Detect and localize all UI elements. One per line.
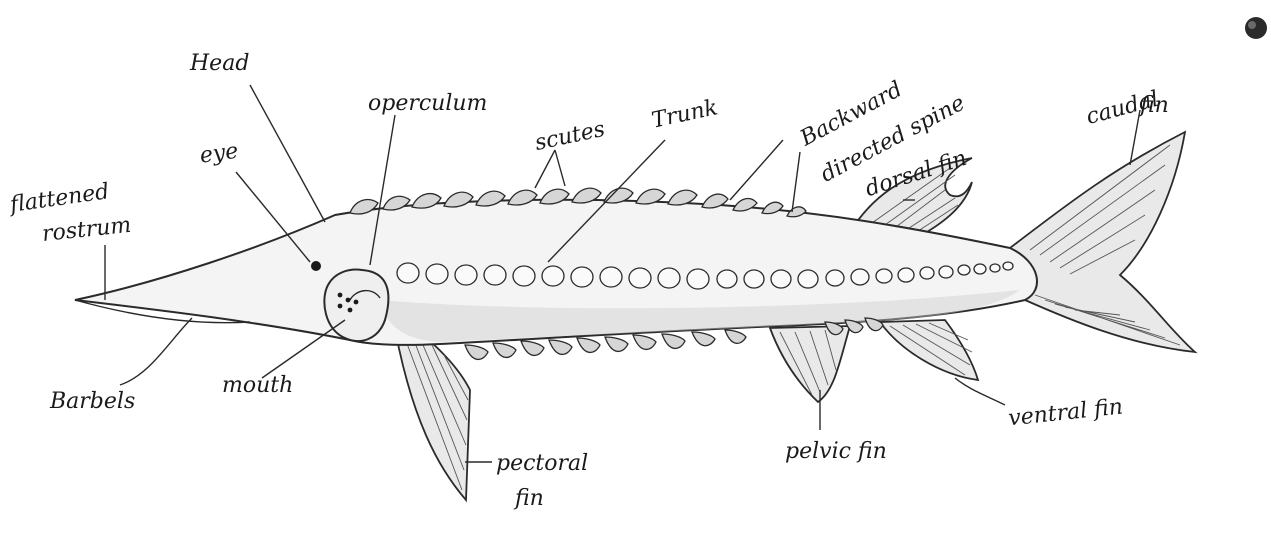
pelvic-fin [770,326,850,402]
label-trunk: Trunk [649,95,720,133]
label-head: Head [189,51,249,76]
label-eye: eye [198,139,240,169]
caudal-fin [1010,132,1195,352]
label-scutes: scutes [533,117,608,156]
label-pectoral: pectoral [496,451,588,476]
label-operculum: operculum [368,91,487,116]
corner-mark-icon [1245,17,1267,39]
label-pectoral-fin: fin [513,486,544,511]
eye [311,261,321,271]
label-rostrum: rostrum [41,213,133,247]
ventral-fin [880,320,978,380]
operculum-outline [324,270,388,341]
label-caudal-fin-2: fin [1138,93,1169,118]
label-ventral-fin: ventral fin [1007,394,1124,431]
label-flattened: flattened [7,179,111,218]
label-pelvic-fin: pelvic fin [785,439,887,464]
label-mouth: mouth [222,373,293,398]
label-barbels: Barbels [49,389,135,414]
